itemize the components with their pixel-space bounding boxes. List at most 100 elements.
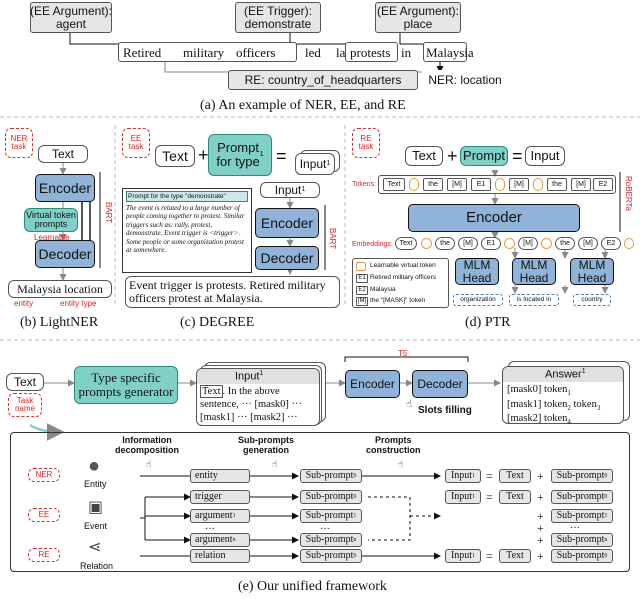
c-encoder: Encoder — [255, 208, 319, 238]
entity-type-label: entity type — [60, 299, 97, 308]
pointer-icon: ☝ — [146, 459, 152, 469]
head-output-country: country — [573, 294, 611, 306]
ee-task-tag: EE task — [122, 128, 150, 158]
learnable-label: Learnable — [34, 233, 70, 242]
d-plus: + — [447, 146, 458, 166]
e-decoder: Decoder — [412, 370, 468, 398]
word-protests: protests — [350, 45, 391, 60]
step-prompts-construction: Prompts construction — [366, 435, 421, 455]
framework-detail-panel — [10, 432, 630, 572]
d-equals: = — [512, 146, 523, 166]
ee-trigger-label: (EE Trigger): demonstrate — [235, 2, 321, 33]
slots-filling-label: Slots filling — [418, 405, 472, 416]
entity-label: entity — [14, 299, 34, 308]
word-retired: Retired — [123, 45, 162, 60]
c-bart-label: BART — [328, 228, 337, 250]
ner-task-tag: NER task — [5, 128, 33, 158]
share-icon: ⋖ — [88, 539, 102, 556]
caption-c: (c) DEGREE — [180, 315, 255, 330]
e-encoder: Encoder — [345, 370, 400, 398]
token-mask: [M] — [447, 178, 467, 191]
re-label: RE: country_of_headquarters — [228, 70, 418, 90]
tokens-label: Tokens: — [352, 181, 377, 188]
token-virtual — [495, 178, 505, 191]
token-mask: [M] — [509, 178, 529, 191]
embedding: E1 — [481, 237, 501, 250]
ellipsis: ··· — [320, 524, 330, 535]
relation-slot: relation — [190, 549, 250, 563]
embedding-virtual — [504, 238, 515, 249]
token-mask: [M] — [571, 178, 591, 191]
ee-argument-agent-label: (EE Argument): agent — [30, 2, 112, 33]
embedding: the — [435, 237, 455, 250]
calendar-icon: ▣ — [88, 499, 104, 516]
mlm-head-2: MLM Head — [512, 258, 556, 285]
tokens-row: Text the [M] E1 [M] the [M] E2 — [378, 175, 616, 194]
d-text-box: Text — [405, 146, 443, 166]
c-equals: = — [276, 146, 287, 166]
word-malaysia: Malaysia — [426, 45, 474, 60]
step-information-decomposition: Information decomposition — [115, 435, 180, 455]
pointer-icon: ☝ — [406, 399, 413, 410]
embedding: [M] — [458, 237, 478, 250]
row-entity-label: Entity — [84, 479, 107, 489]
entity-slot: entity — [190, 469, 250, 483]
answer-panel: Answer1 [mask0] token1 [mask1] token2 to… — [502, 366, 624, 426]
ellipsis: ··· — [205, 524, 215, 535]
re-task-tag: RE task — [352, 128, 380, 158]
word-in: in — [401, 45, 412, 60]
word-officers: officers — [236, 45, 276, 60]
d-encoder: Encoder — [408, 204, 580, 232]
embedding: [M] — [518, 237, 538, 250]
head-output-organization: organization — [453, 294, 503, 306]
c-output: Event trigger is protests. Retired milit… — [125, 276, 340, 308]
example-sentence: Retired military officers led large prot… — [118, 42, 475, 64]
caption-e: (e) Our unified framework — [238, 579, 387, 594]
c-text-box: Text — [155, 145, 195, 167]
token-text: Text — [383, 178, 405, 191]
embedding-virtual — [541, 238, 552, 249]
word-period: . — [468, 45, 472, 60]
ee-task-tag: EE — [28, 508, 60, 522]
word-led: led — [305, 45, 321, 60]
b-encoder: Encoder — [35, 174, 95, 202]
prompt-description-box: Prompt for the type "demonstrate" The ev… — [122, 188, 252, 273]
d-prompt: Prompt — [460, 146, 508, 166]
row-relation-label: Relation — [80, 561, 114, 571]
virtual-token-prompts: Virtual token prompts — [24, 208, 78, 232]
embedding: E2 — [601, 237, 621, 250]
t5-label: T5 — [398, 349, 408, 358]
d-input-box: Input — [525, 146, 565, 166]
step-subprompts-generation: Sub-prompts generation — [238, 435, 294, 455]
e-input-panel: Input1 Text. In the above sentence, ··· … — [196, 368, 320, 426]
embedding-virtual — [624, 238, 634, 249]
b-decoder: Decoder — [35, 240, 95, 268]
embeddings-label: Embeddings: — [352, 241, 393, 248]
b-bart-label: BART — [104, 202, 113, 224]
b-output: Malaysia location — [8, 280, 112, 298]
embedding: Text — [395, 237, 417, 250]
ee-argument-place-label: (EE Argument): place — [375, 2, 461, 33]
token-the: the — [547, 178, 567, 191]
row-event-label: Event — [84, 521, 108, 531]
c-decoder: Decoder — [255, 246, 319, 270]
caption-b: (b) LightNER — [20, 315, 99, 330]
ner-task-tag: NER — [28, 468, 60, 482]
word-military: military — [183, 45, 225, 60]
person-icon: ● — [88, 455, 101, 477]
re-task-tag: RE — [28, 548, 60, 562]
token-e1: E1 — [471, 178, 491, 191]
